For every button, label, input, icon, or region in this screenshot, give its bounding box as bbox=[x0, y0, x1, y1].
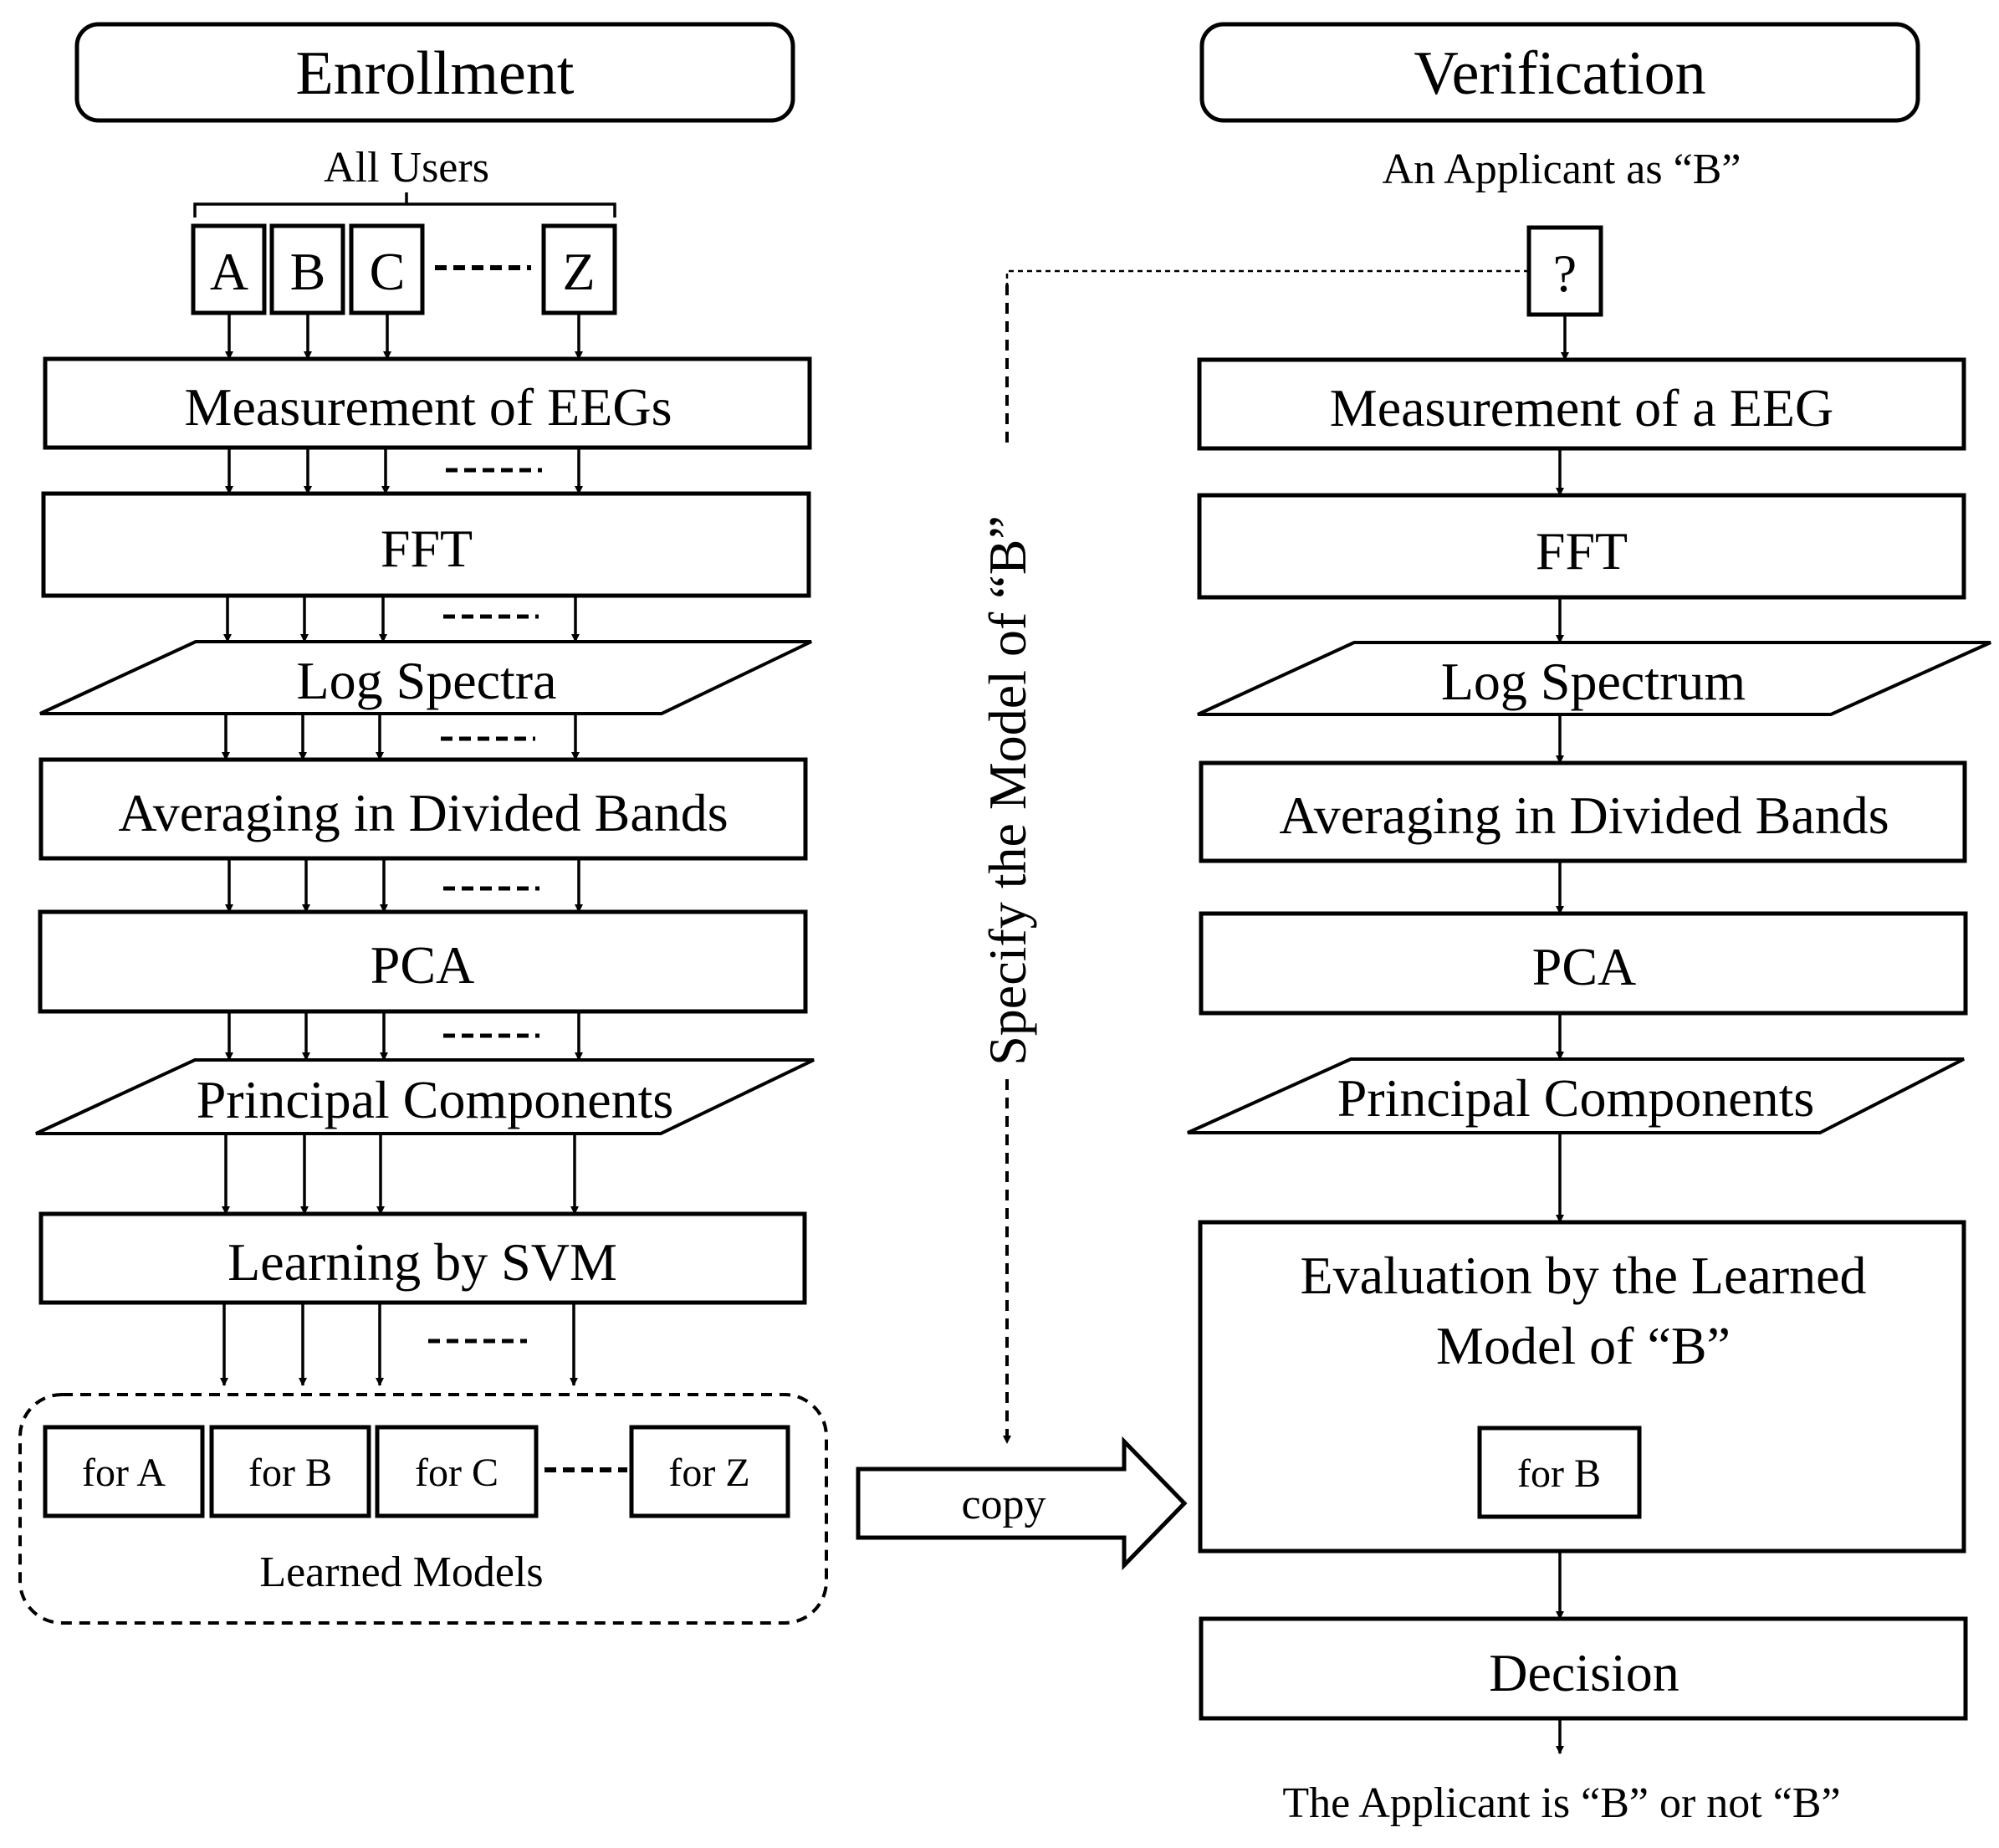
user-box-c bbox=[349, 223, 425, 315]
all-users-label: All Users bbox=[324, 144, 489, 192]
verify-decision-label: Decision bbox=[1489, 1643, 1679, 1702]
copy-label: copy bbox=[961, 1481, 1046, 1528]
verification-title-box bbox=[1199, 22, 1920, 123]
model-box-z bbox=[629, 1425, 790, 1518]
verify-log-spectrum-shape bbox=[1197, 641, 1991, 716]
arrows-pca-to-components bbox=[225, 1011, 583, 1061]
verification-column: Verification An Applicant as “B” ? Measu… bbox=[1187, 22, 1991, 1827]
arrows-learning-to-models bbox=[220, 1303, 578, 1386]
user-label-a: A bbox=[210, 242, 248, 301]
user-label-b: B bbox=[290, 242, 326, 301]
learned-models-container bbox=[18, 1393, 828, 1625]
model-label-b: for B bbox=[248, 1451, 332, 1495]
enroll-measurement-label: Measurement of EEGs bbox=[185, 377, 672, 437]
enroll-averaging-box bbox=[38, 757, 808, 861]
enroll-averaging-label: Averaging in Divided Bands bbox=[118, 783, 728, 842]
arrows-averaging-to-pca bbox=[225, 858, 583, 913]
learned-models-label: Learned Models bbox=[259, 1549, 543, 1596]
user-label-z: Z bbox=[562, 242, 595, 301]
enroll-principal-components-label: Principal Components bbox=[197, 1070, 674, 1129]
connectors: Specify the Model of “B” copy bbox=[856, 269, 1529, 1571]
verify-result-label: The Applicant is “B” or not “B” bbox=[1282, 1779, 1840, 1827]
user-box-b bbox=[269, 223, 345, 315]
enroll-fft-label: FFT bbox=[381, 519, 473, 578]
enrollment-column: Enrollment All Users A B C Z Measurement… bbox=[18, 22, 828, 1625]
user-box-a bbox=[191, 223, 267, 315]
verify-averaging-box bbox=[1199, 760, 1967, 863]
verify-principal-components-shape bbox=[1187, 1057, 1965, 1134]
specify-dotted-line bbox=[1005, 269, 1529, 284]
verify-pca-label: PCA bbox=[1532, 937, 1637, 996]
specify-model-label: Specify the Model of “B” bbox=[978, 515, 1037, 1066]
enrollment-title-box bbox=[74, 22, 795, 123]
applicant-symbol: ? bbox=[1553, 243, 1577, 303]
verify-model-label-b: for B bbox=[1517, 1451, 1601, 1496]
arrows-users-to-measurement bbox=[225, 313, 583, 360]
model-box-b bbox=[209, 1425, 371, 1518]
enroll-log-spectra-label: Log Spectra bbox=[297, 651, 557, 710]
applicant-label: An Applicant as “B” bbox=[1383, 146, 1741, 193]
verify-measurement-label: Measurement of a EEG bbox=[1330, 378, 1833, 438]
users-brace bbox=[193, 192, 616, 218]
enroll-learning-box bbox=[38, 1211, 807, 1305]
enroll-fft-box bbox=[41, 491, 811, 598]
enrollment-title: Enrollment bbox=[296, 39, 575, 108]
model-label-z: for Z bbox=[668, 1451, 749, 1495]
verify-decision-box bbox=[1199, 1616, 1968, 1721]
enroll-log-spectra-shape bbox=[39, 640, 812, 715]
arrows-fft-to-logspectra bbox=[223, 596, 580, 642]
model-label-a: for A bbox=[82, 1451, 166, 1495]
user-label-c: C bbox=[370, 242, 406, 301]
verify-fft-box bbox=[1197, 493, 1966, 600]
arrows-components-to-learning bbox=[222, 1134, 579, 1215]
enroll-pca-box bbox=[38, 909, 808, 1014]
enroll-learning-label: Learning by SVM bbox=[228, 1232, 617, 1292]
enroll-principal-components-shape bbox=[35, 1058, 815, 1135]
copy-arrow bbox=[856, 1436, 1188, 1571]
enroll-pca-label: PCA bbox=[371, 935, 475, 995]
verify-measurement-box bbox=[1197, 357, 1966, 451]
enroll-measurement-box bbox=[43, 356, 812, 450]
model-label-c: for C bbox=[415, 1451, 498, 1495]
user-box-z bbox=[541, 223, 617, 315]
verify-model-box-b bbox=[1477, 1426, 1642, 1519]
model-box-a bbox=[43, 1425, 205, 1518]
arrows-logspectra-to-averaging bbox=[222, 714, 580, 760]
verify-log-spectrum-label: Log Spectrum bbox=[1441, 652, 1746, 711]
verify-evaluation-line1: Evaluation by the Learned bbox=[1300, 1246, 1866, 1305]
verify-evaluation-line2: Model of “B” bbox=[1436, 1316, 1731, 1375]
arrows-measurement-to-fft bbox=[225, 448, 583, 494]
verify-averaging-label: Averaging in Divided Bands bbox=[1279, 786, 1889, 845]
model-box-c bbox=[375, 1425, 539, 1518]
verify-fft-label: FFT bbox=[1536, 521, 1628, 581]
verify-principal-components-label: Principal Components bbox=[1337, 1068, 1815, 1128]
verification-title: Verification bbox=[1414, 39, 1705, 108]
verify-pca-box bbox=[1199, 911, 1968, 1016]
